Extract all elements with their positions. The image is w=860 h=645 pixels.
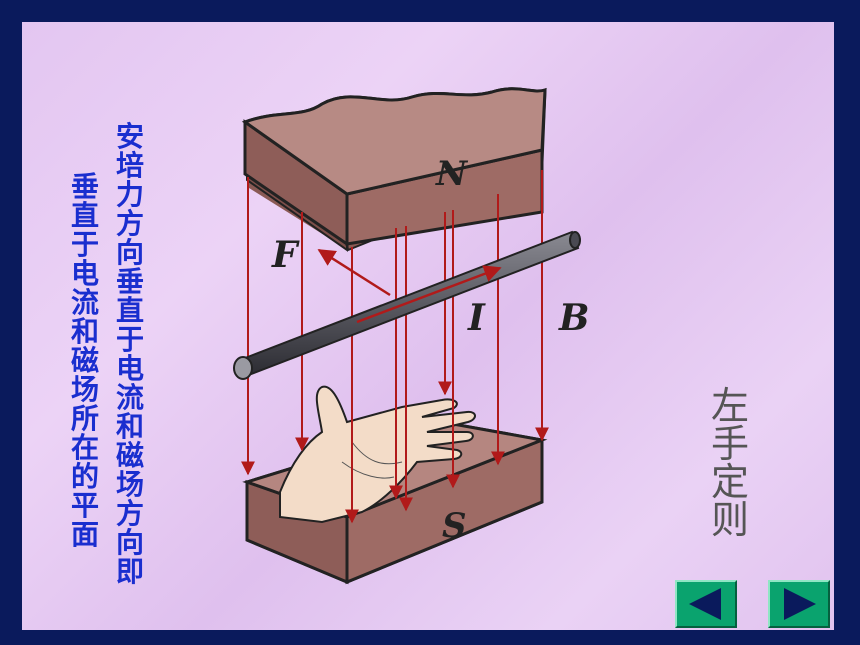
south-label: S <box>442 506 467 546</box>
north-magnet-box <box>241 87 547 247</box>
north-label: N <box>435 154 469 194</box>
force-label: F <box>271 234 300 276</box>
magnet-diagram: N S <box>233 87 589 585</box>
field-label: B <box>558 297 589 339</box>
slide-title: 左手定则 <box>710 384 749 542</box>
left-triangle-icon <box>689 588 721 620</box>
next-button[interactable] <box>768 580 830 628</box>
prev-button[interactable] <box>675 580 737 628</box>
current-arrow <box>356 265 502 324</box>
slide: N S <box>22 22 834 630</box>
right-triangle-icon <box>784 588 816 620</box>
description-text-right: 安培力方向垂直于电流和磁场方向 即 <box>115 120 173 588</box>
description-text-left: 垂直于电流和磁场所在的平面 <box>70 170 99 551</box>
current-label: I <box>467 297 486 339</box>
field-lines <box>241 170 549 524</box>
hand-icon <box>279 385 476 524</box>
force-arrow <box>317 248 391 297</box>
